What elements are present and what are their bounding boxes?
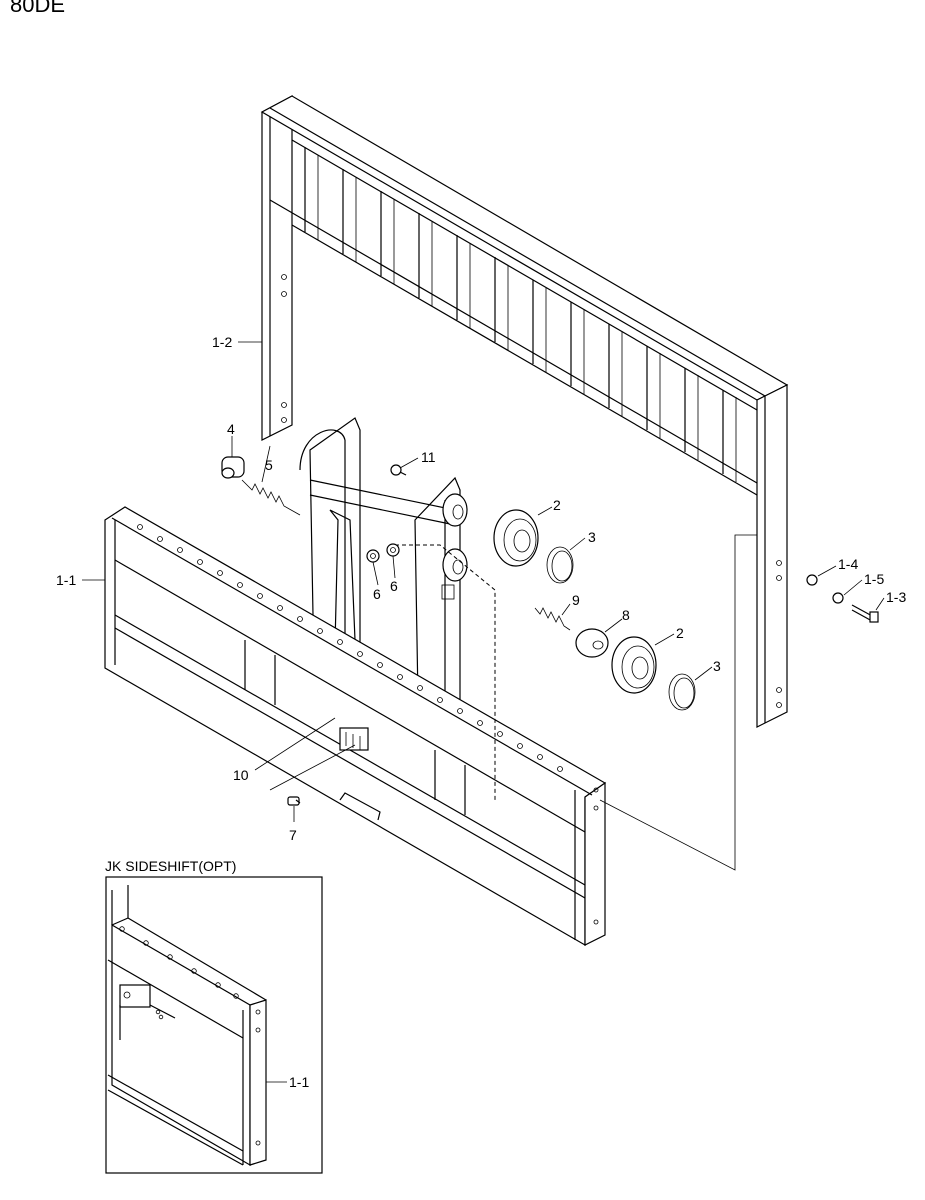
load-backrest [260,95,789,728]
inset-sideshift-option: JK SIDESHIFT(OPT) 1-1 [105,858,323,1174]
label-3-upper: 3 [588,529,596,545]
label-2-upper: 2 [553,497,561,513]
label-5: 5 [265,457,273,473]
label-6-right: 6 [390,578,398,594]
part-2-bearing-lower [611,636,657,694]
fork-carriage [104,506,607,947]
label-8: 8 [622,607,630,623]
label-1-3: 1-3 [886,589,906,605]
part-8-collar [575,628,609,658]
model-title: 80DE [10,0,66,17]
label-11: 11 [421,449,436,465]
part-2-bearing-upper [493,509,539,567]
label-6-left: 6 [373,586,381,602]
part-1-4-washer [806,574,818,586]
part-3-snap-ring-upper [546,546,574,584]
part-6-nut-b [386,543,400,557]
label-4: 4 [227,421,235,437]
label-1-5: 1-5 [864,571,884,587]
label-9: 9 [572,592,580,608]
label-10: 10 [233,767,249,783]
part-7-bolt [287,796,301,806]
label-1-4: 1-4 [838,556,858,572]
label-2-lower: 2 [676,625,684,641]
part-1-3-bolt [851,604,879,623]
label-3-lower: 3 [713,658,721,674]
part-9-spring [534,607,571,631]
inset-title: JK SIDESHIFT(OPT) [105,858,236,874]
inset-label-1-1: 1-1 [289,1074,309,1090]
part-6-nut-a [366,549,380,563]
part-11-bolt [390,464,407,476]
part-3-snap-ring-lower [668,673,696,711]
label-1-1: 1-1 [56,572,76,588]
part-1-5-washer [832,592,844,604]
label-1-2: 1-2 [212,334,232,350]
part-4 [221,456,245,479]
part-5-spring [241,479,301,516]
label-7: 7 [289,827,297,843]
